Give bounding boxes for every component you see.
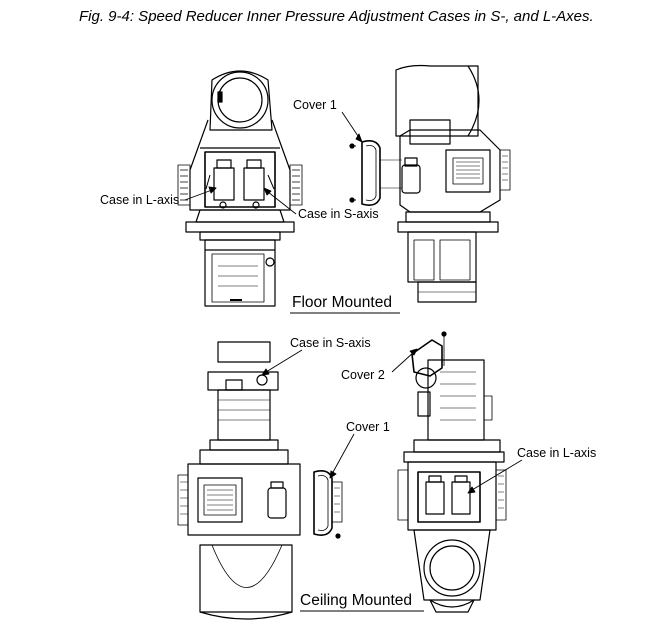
floor-mounted-title: Floor Mounted (292, 294, 392, 311)
ceiling-side-view (398, 332, 506, 612)
ceiling-mounted-title: Ceiling Mounted (300, 592, 413, 609)
label-case-l-axis-bottom: Case in L-axis (517, 446, 597, 460)
label-case-l-axis-top: Case in L-axis (100, 193, 180, 207)
floor-front-view (178, 71, 302, 306)
ceiling-front-view (178, 342, 342, 619)
label-case-s-axis-top: Case in S-axis (298, 207, 379, 221)
label-cover1-bottom: Cover 1 (346, 420, 390, 434)
label-cover1-top: Cover 1 (293, 98, 337, 112)
figure-caption: Fig. 9-4: Speed Reducer Inner Pressure A… (79, 8, 594, 25)
leader-lines (185, 112, 522, 493)
label-cover2: Cover 2 (341, 368, 385, 382)
floor-side-view (350, 66, 510, 303)
label-case-s-axis-bottom: Case in S-axis (290, 336, 371, 350)
